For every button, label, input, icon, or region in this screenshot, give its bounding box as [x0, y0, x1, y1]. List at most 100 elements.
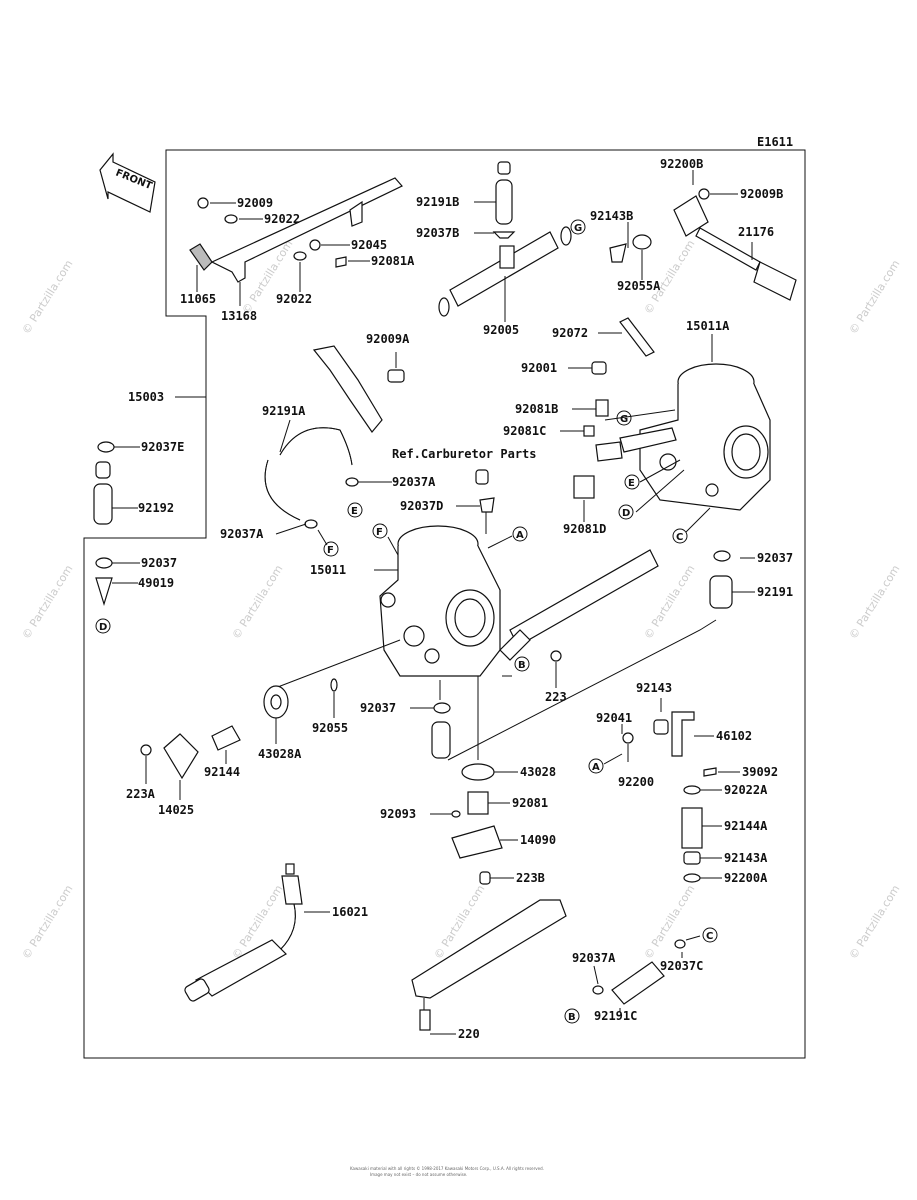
- bottom-bracket: [411, 899, 567, 1035]
- part-92037A-mid: 92037A: [392, 475, 436, 489]
- part-92055: 92055: [312, 721, 348, 735]
- part-15011: 15011: [310, 563, 346, 577]
- watermark-c1: © Partzilla.com: [20, 563, 76, 642]
- part-39092: 39092: [742, 765, 778, 779]
- center-vacuum-group: [410, 702, 518, 885]
- part-92037A-bottom: 92037A: [572, 951, 616, 965]
- watermark-b1: © Partzilla.com: [20, 883, 76, 962]
- part-92200B: 92200B: [660, 157, 703, 171]
- fuel-pipe-92005: [438, 161, 572, 322]
- part-92081A: 92081A: [371, 254, 415, 268]
- part-92009A: 92009A: [366, 332, 410, 346]
- callout-d-left: [95, 618, 111, 634]
- part-92191B: 92191B: [416, 195, 459, 209]
- cable-16021: [184, 863, 330, 1002]
- part-92200: 92200: [618, 775, 654, 789]
- part-223: 223: [545, 690, 567, 704]
- part-92037-left: 92037: [141, 556, 177, 570]
- strap-92072: [619, 317, 655, 357]
- part-92037E: 92037E: [141, 440, 184, 454]
- part-92191: 92191: [757, 585, 793, 599]
- callout-a-carb-label: A: [516, 530, 524, 541]
- diaphragm-43028A: [140, 678, 338, 800]
- part-92143B: 92143B: [590, 209, 633, 223]
- callout-g-top: [570, 219, 586, 235]
- callout-f-left: [323, 541, 339, 557]
- part-15011A: 15011A: [686, 319, 730, 333]
- part-92191C: 92191C: [594, 1009, 637, 1023]
- footer-line-2: Image may not exist – do not assume othe…: [370, 1172, 467, 1177]
- footer-line-1: Kawasaki material with all rights © 1998…: [350, 1166, 544, 1171]
- part-43028: 43028: [520, 765, 556, 779]
- front-arrow: FRONT: [99, 152, 156, 213]
- part-92005: 92005: [483, 323, 519, 337]
- part-92192: 92192: [138, 501, 174, 515]
- part-49019: 49019: [138, 576, 174, 590]
- part-16021: 16021: [332, 905, 368, 919]
- part-14090: 14090: [520, 833, 556, 847]
- watermark-right: © Partzilla.com: [847, 258, 903, 337]
- part-92191A: 92191A: [262, 404, 306, 418]
- part-92037C: 92037C: [660, 959, 703, 973]
- watermark-c4: © Partzilla.com: [847, 563, 903, 642]
- callout-a-right: [588, 758, 604, 774]
- part-92093: 92093: [380, 807, 416, 821]
- bracket-92009A: [264, 345, 405, 546]
- part-92001: 92001: [521, 361, 557, 375]
- callout-g-top-label: G: [574, 223, 582, 234]
- part-92037-right: 92037: [757, 551, 793, 565]
- part-14025: 14025: [158, 803, 194, 817]
- callout-c-right: [672, 528, 688, 544]
- callout-e-left: [347, 502, 363, 518]
- part-92143A: 92143A: [724, 851, 768, 865]
- diagram-code: E1611: [757, 135, 793, 149]
- part-92037D: 92037D: [400, 499, 443, 513]
- watermark-c3: © Partzilla.com: [642, 563, 698, 642]
- callout-b-bottom-label: B: [568, 1012, 576, 1023]
- part-92144A: 92144A: [724, 819, 768, 833]
- part-92081D: 92081D: [563, 522, 606, 536]
- part-92045: 92045: [351, 238, 387, 252]
- part-92037B: 92037B: [416, 226, 459, 240]
- part-43028A: 43028A: [258, 747, 302, 761]
- callout-e-left-label: E: [351, 506, 358, 517]
- bracket-assembly: [189, 177, 403, 306]
- part-92200A: 92200A: [724, 871, 768, 885]
- callout-e-right-label: E: [628, 478, 635, 489]
- hose-92191C: [592, 935, 701, 1012]
- callout-b-bottom: [564, 1008, 580, 1024]
- callout-g-right: [616, 410, 632, 426]
- callout-f-carb: [372, 523, 388, 539]
- part-92041: 92041: [596, 711, 632, 725]
- watermark-b5: © Partzilla.com: [847, 883, 903, 962]
- part-92037-center: 92037: [360, 701, 396, 715]
- part-92022-upper: 92022: [264, 212, 300, 226]
- part-92081B: 92081B: [515, 402, 558, 416]
- part-46102: 46102: [716, 729, 752, 743]
- callout-f-left-label: F: [327, 545, 334, 556]
- diagram-frame: [83, 149, 806, 1059]
- part-92055A: 92055A: [617, 279, 661, 293]
- callout-g-right-label: G: [620, 414, 628, 425]
- part-11065: 11065: [180, 292, 216, 306]
- part-13168: 13168: [221, 309, 257, 323]
- callout-d-left-label: D: [99, 622, 107, 633]
- part-92081: 92081: [512, 796, 548, 810]
- callout-b-carb-label: B: [518, 660, 526, 671]
- callout-c-bottom-label: C: [706, 931, 713, 942]
- part-92022-lower: 92022: [276, 292, 312, 306]
- sensor-21176: [609, 170, 797, 301]
- part-223A: 223A: [126, 787, 156, 801]
- part-92009B: 92009B: [740, 187, 783, 201]
- part-92143: 92143: [636, 681, 672, 695]
- carburetor-15011A: [560, 334, 771, 609]
- callout-a-carb: [512, 526, 528, 542]
- watermark-c2: © Partzilla.com: [230, 563, 286, 642]
- part-92072: 92072: [552, 326, 588, 340]
- part-21176: 21176: [738, 225, 774, 239]
- part-92144: 92144: [204, 765, 240, 779]
- part-223B: 223B: [516, 871, 545, 885]
- callout-e-right: [624, 474, 640, 490]
- carburetor-15011: [269, 525, 717, 761]
- callout-a-right-label: A: [592, 762, 600, 773]
